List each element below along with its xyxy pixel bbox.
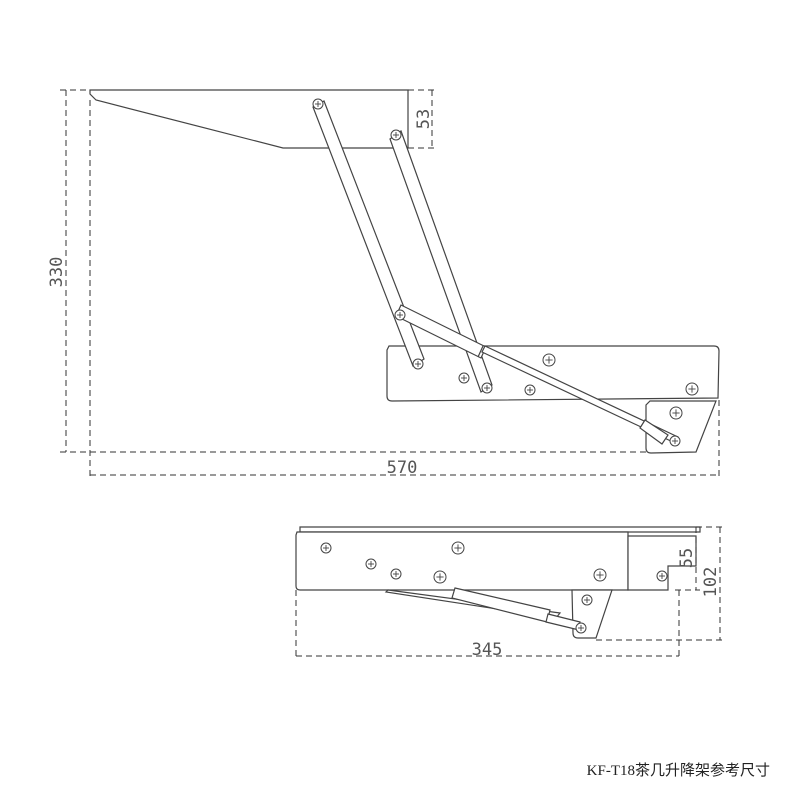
folded-main-plate	[295, 531, 629, 591]
raised-dimension-lines	[60, 89, 720, 476]
folded-pins	[320, 541, 668, 634]
pivot-pin-icon	[451, 541, 465, 555]
raised-base-plate	[386, 345, 720, 402]
pivot-pin-icon	[575, 622, 587, 634]
folded-top-plate	[299, 526, 701, 533]
pivot-pin-icon	[412, 358, 424, 370]
dim-raised-width: 570	[387, 458, 418, 478]
dim-raised-height: 330	[47, 257, 67, 288]
raised-view: 330 570 53	[47, 89, 720, 478]
gas-strut-end	[639, 419, 669, 445]
pivot-pin-icon	[458, 372, 470, 384]
dim-folded-plate-height: 55	[677, 548, 697, 568]
raised-pins	[312, 98, 699, 447]
pivot-pin-icon	[394, 309, 406, 321]
dim-folded-width: 345	[472, 640, 503, 660]
pivot-pin-icon	[390, 568, 402, 580]
pivot-pin-icon	[312, 98, 324, 110]
raised-top-plate	[89, 89, 409, 149]
pivot-pin-icon	[433, 570, 447, 584]
folded-strut	[451, 587, 551, 623]
pivot-pin-icon	[524, 384, 536, 396]
pivot-pin-icon	[593, 568, 607, 582]
pivot-pin-icon	[390, 129, 402, 141]
pivot-pin-icon	[542, 353, 556, 367]
folded-side-bracket	[627, 535, 697, 591]
folded-dimension-lines	[295, 526, 724, 660]
dim-top-plate-height: 53	[414, 109, 434, 129]
gas-strut-collar	[477, 345, 484, 358]
folded-view: 345 55 102	[295, 526, 724, 660]
pivot-pin-icon	[656, 570, 668, 582]
pivot-pin-icon	[481, 382, 493, 394]
pivot-pin-icon	[685, 382, 699, 396]
pivot-pin-icon	[669, 406, 683, 420]
dim-folded-total-height: 102	[701, 567, 721, 598]
pivot-pin-icon	[581, 594, 593, 606]
drawing-caption: KF-T18茶几升降架参考尺寸	[587, 762, 770, 779]
pivot-pin-icon	[365, 558, 377, 570]
pivot-pin-icon	[669, 435, 681, 447]
pivot-pin-icon	[320, 542, 332, 554]
